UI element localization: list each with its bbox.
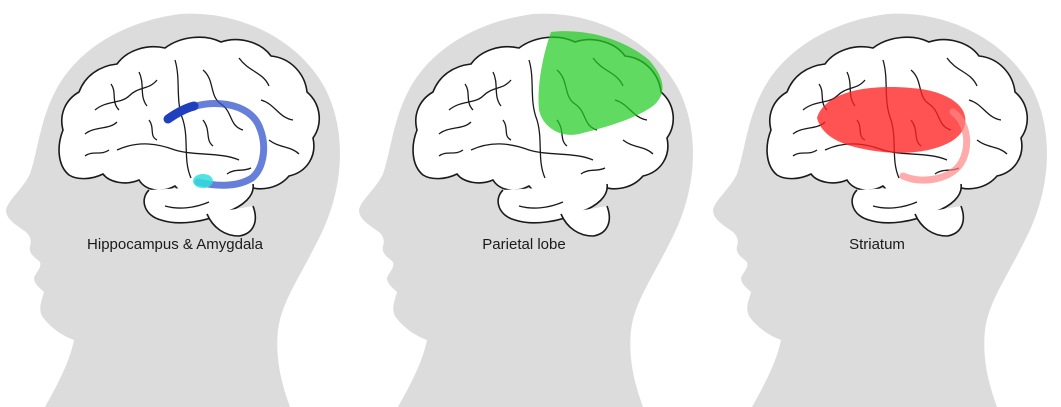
caption: Parietal lobe [347,236,701,253]
head-silhouette [353,0,707,407]
head-silhouette [707,0,1061,407]
caption: Hippocampus & Amygdala [0,236,352,253]
panel-striatum: Striatum [707,0,1061,407]
amygdala-highlight [193,174,213,188]
panel-parietal-lobe: Parietal lobe [353,0,707,407]
panel-hippocampus-amygdala: Hippocampus & Amygdala [0,0,354,407]
caption: Striatum [700,236,1054,253]
head-silhouette [0,0,354,407]
